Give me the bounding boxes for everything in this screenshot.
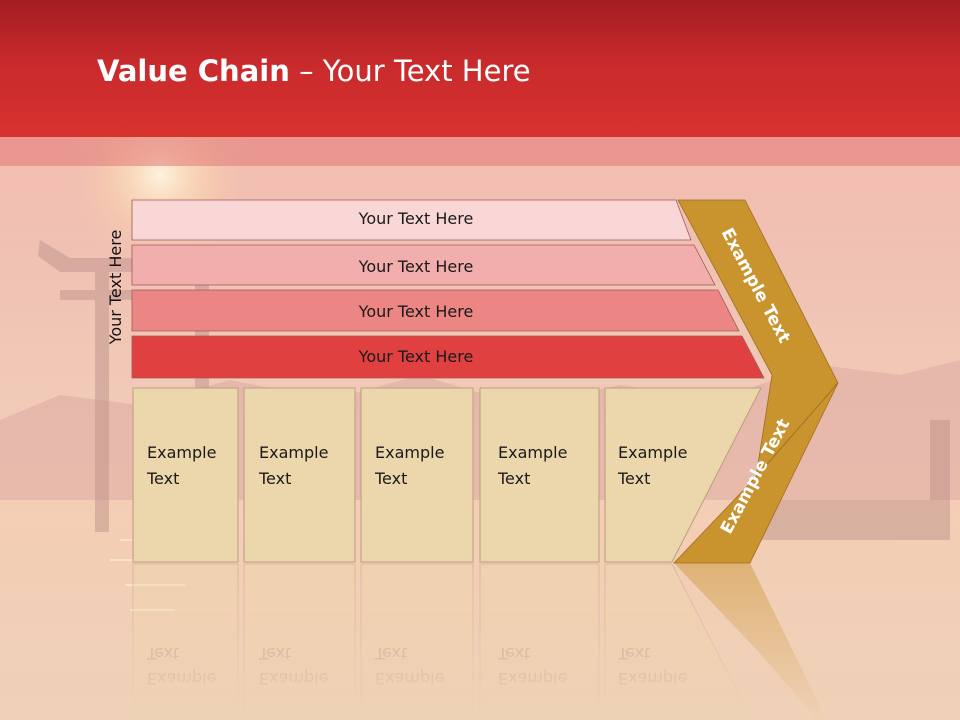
support-row-4-label: Your Text Here bbox=[358, 347, 474, 366]
primary-box-1-line1: Example bbox=[147, 443, 216, 462]
support-row-3-label: Your Text Here bbox=[358, 302, 474, 321]
support-row-1-label: Your Text Here bbox=[358, 209, 474, 228]
primary-box-4-line1: Example bbox=[498, 443, 567, 462]
primary-box-4-line2: Text bbox=[497, 469, 530, 488]
primary-box-5-line2: Text bbox=[617, 469, 650, 488]
primary-box-5 bbox=[604, 387, 762, 563]
svg-text:Example: Example bbox=[375, 669, 444, 688]
svg-text:Text: Text bbox=[258, 644, 291, 663]
svg-text:Text: Text bbox=[497, 644, 530, 663]
svg-text:Text: Text bbox=[374, 644, 407, 663]
primary-box-1 bbox=[132, 387, 239, 563]
support-row-3 bbox=[131, 289, 740, 332]
primary-box-3-line2: Text bbox=[374, 469, 407, 488]
primary-box-1-line2: Text bbox=[146, 469, 179, 488]
primary-box-3 bbox=[360, 387, 474, 563]
svg-text:Example: Example bbox=[498, 669, 567, 688]
support-row-2-label: Your Text Here bbox=[358, 257, 474, 276]
support-row-4 bbox=[131, 335, 765, 379]
support-row-2 bbox=[131, 244, 716, 286]
support-row-1 bbox=[131, 199, 692, 241]
slide-title-rest: – Your Text Here bbox=[289, 54, 531, 88]
title-bar bbox=[0, 0, 960, 137]
primary-box-3-line1: Example bbox=[375, 443, 444, 462]
svg-text:Text: Text bbox=[146, 644, 179, 663]
svg-text:Example: Example bbox=[147, 669, 216, 688]
primary-box-5-line1: Example bbox=[618, 443, 687, 462]
title-accent-strip bbox=[0, 137, 960, 166]
margin-arrow-lower bbox=[673, 382, 839, 564]
slide-title: Value Chain – Your Text Here bbox=[97, 54, 531, 88]
svg-text:Example: Example bbox=[259, 669, 328, 688]
slide-title-bold: Value Chain bbox=[97, 54, 290, 88]
primary-box-2-line2: Text bbox=[258, 469, 291, 488]
primary-box-4 bbox=[479, 387, 600, 563]
svg-text:Text: Text bbox=[617, 644, 650, 663]
side-label: Your Text Here bbox=[106, 230, 125, 346]
svg-text:Example: Example bbox=[618, 669, 687, 688]
primary-box-2-line1: Example bbox=[259, 443, 328, 462]
primary-box-2 bbox=[243, 387, 356, 563]
